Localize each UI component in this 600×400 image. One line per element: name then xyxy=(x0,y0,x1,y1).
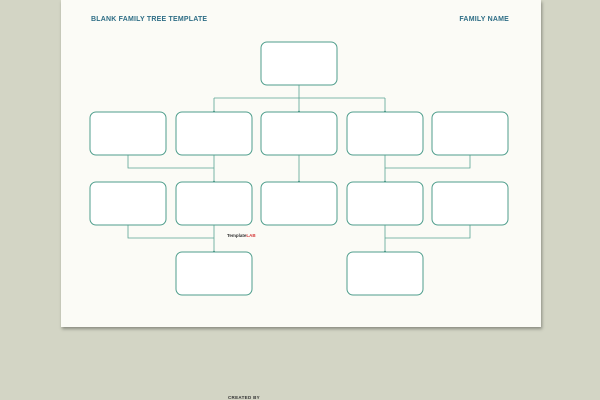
tree-boxes xyxy=(89,41,509,296)
tree-box-gen3-5[interactable] xyxy=(431,181,509,226)
tree-box-gen4-2[interactable] xyxy=(346,251,424,296)
connector-lower-left xyxy=(127,225,215,252)
watermark-main-text: Template xyxy=(227,233,247,238)
connector-root xyxy=(213,85,386,112)
tree-box-gen2-5[interactable] xyxy=(431,111,509,156)
tree-box-gen3-4[interactable] xyxy=(346,181,424,226)
tree-connectors xyxy=(127,85,471,254)
tree-box-gen3-3[interactable] xyxy=(260,181,338,226)
tree-box-gen2-3[interactable] xyxy=(260,111,338,156)
connector-right-pair xyxy=(384,155,471,182)
created-by-label: CREATED BY xyxy=(228,395,260,400)
connector-lower-right xyxy=(384,225,471,252)
tree-box-gen4-1[interactable] xyxy=(175,251,253,296)
tree-box-gen2-1[interactable] xyxy=(89,111,167,156)
connector-left-pair xyxy=(127,155,215,182)
tree-box-gen3-2[interactable] xyxy=(175,181,253,226)
templatelab-watermark: TemplateLAB xyxy=(227,233,256,238)
tree-box-root[interactable] xyxy=(260,41,338,86)
document-title: BLANK FAMILY TREE TEMPLATE xyxy=(91,16,208,23)
tree-box-gen3-1[interactable] xyxy=(89,181,167,226)
tree-box-gen2-4[interactable] xyxy=(346,111,424,156)
tree-box-gen2-2[interactable] xyxy=(175,111,253,156)
watermark-accent-text: LAB xyxy=(246,233,256,238)
family-name-label: FAMILY NAME xyxy=(459,16,509,23)
